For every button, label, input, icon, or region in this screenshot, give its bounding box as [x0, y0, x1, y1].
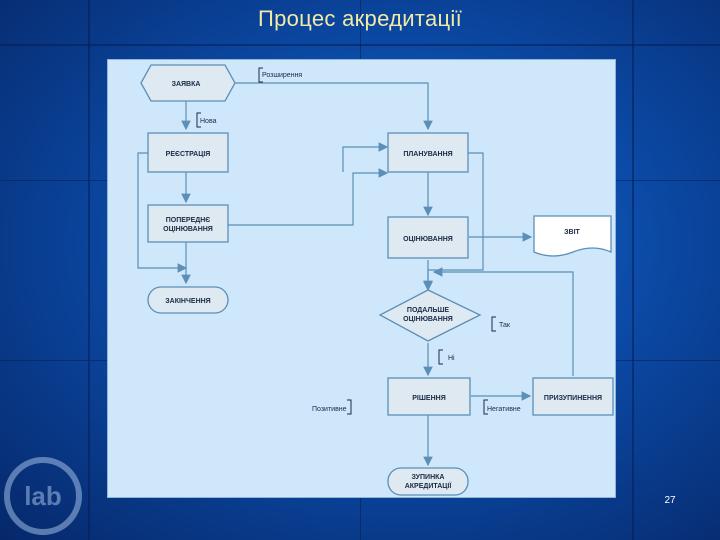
- annotation-ni: Ні: [448, 354, 455, 362]
- node-zakinchennya: [147, 286, 229, 314]
- connector: [137, 152, 188, 273]
- node-zayavka-label: ЗАЯВКА: [172, 81, 201, 88]
- node-reestratsiya-label: РЕЄСТРАЦІЯ: [166, 151, 211, 158]
- node-rishennya: [387, 377, 471, 416]
- annotation-bracket: [196, 112, 201, 128]
- node-otsinyuvannya: [387, 216, 469, 259]
- annotation-bracket: [347, 399, 352, 415]
- node-planuvannya: [387, 132, 469, 173]
- node-zakinchennya-label: ЗАКІНЧЕННЯ: [165, 298, 210, 305]
- annotation-nova: Нова: [200, 118, 217, 125]
- node-podalshe-label-2: ОЦІНЮВАННЯ: [403, 316, 453, 323]
- node-planuvannya-label: ПЛАНУВАННЯ: [403, 151, 452, 158]
- page-number: 27: [664, 495, 676, 506]
- annotation-bracket: [438, 349, 443, 365]
- node-poperedne-label-1: ПОПЕРЕДНЄ: [166, 217, 211, 224]
- annotation-bracket: [491, 316, 496, 332]
- node-zupynka: [387, 467, 469, 496]
- node-zupynka-label-2: АКРЕДИТАЦІЇ: [405, 482, 453, 490]
- node-zvit: [533, 215, 612, 257]
- annotation-bracket: [483, 399, 488, 415]
- node-zvit-label: ЗВІТ: [564, 229, 580, 236]
- node-zupynka-label-1: ЗУПИНКА: [412, 474, 445, 481]
- node-pryzupynennya-label: ПРИЗУПИНЕННЯ: [544, 395, 602, 402]
- connector: [235, 82, 433, 131]
- annotation-pozytyvne: Позитивне: [312, 406, 347, 413]
- connector: [432, 267, 574, 376]
- background-grid-line: [632, 0, 634, 540]
- node-pryzupynennya: [532, 377, 614, 416]
- node-poperedne-label-2: ОЦІНЮВАННЯ: [163, 226, 213, 233]
- lab-logo: lab: [4, 457, 82, 535]
- flowchart-panel: ЗАЯВКА РЕЄСТРАЦІЯ ПОПЕРЕДНЄ ОЦІНЮВАННЯ З…: [107, 59, 616, 498]
- annotation-tak: Так: [499, 322, 511, 329]
- node-rishennya-label: РІШЕННЯ: [412, 395, 445, 402]
- slide-title: Процес акредитації: [257, 6, 463, 31]
- background-grid-line: [88, 0, 90, 540]
- annotation-bracket: [258, 67, 263, 83]
- svg-text:lab: lab: [24, 481, 62, 511]
- annotation-rozshyrennya: Розширення: [262, 72, 302, 79]
- connector: [228, 168, 389, 226]
- node-podalshe: [378, 289, 482, 342]
- accreditation-flowchart: ЗАЯВКА РЕЄСТРАЦІЯ ПОПЕРЕДНЄ ОЦІНЮВАННЯ З…: [137, 64, 614, 496]
- annotation-negatyvne: Негативне: [487, 406, 521, 413]
- node-poperedne: [147, 204, 229, 243]
- node-zayavka: [140, 64, 236, 102]
- node-otsinyuvannya-label: ОЦІНЮВАННЯ: [403, 236, 453, 243]
- node-reestratsiya: [147, 132, 229, 173]
- node-podalshe-label-1: ПОДАЛЬШЕ: [407, 307, 449, 314]
- connector: [342, 142, 389, 172]
